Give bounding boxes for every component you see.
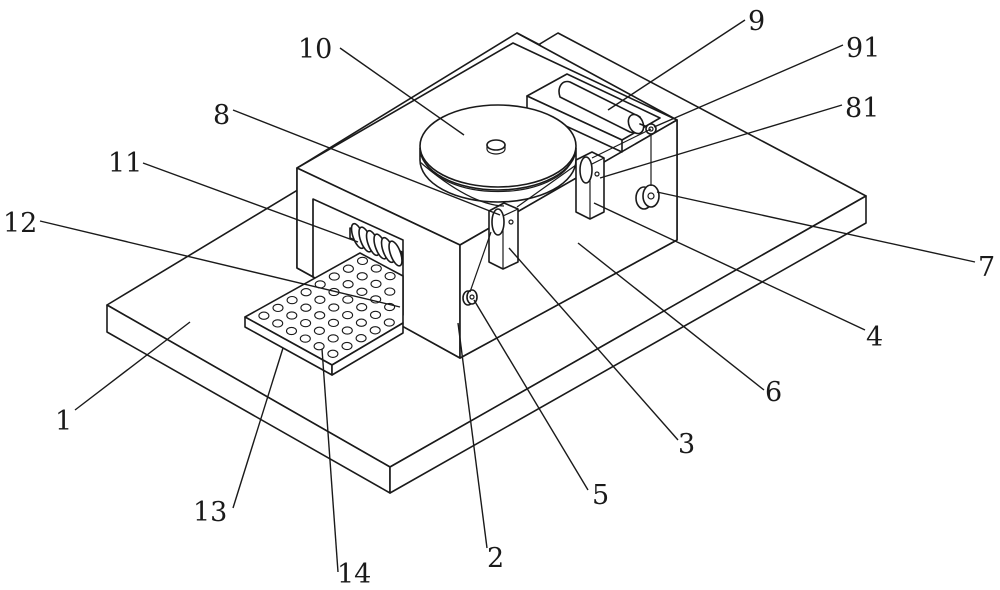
tray-hole (383, 318, 395, 327)
brush-coil (388, 240, 403, 267)
label-81: 81 (845, 93, 879, 124)
tray-hole (355, 318, 367, 327)
label-1: 1 (55, 406, 72, 437)
tray-hole (258, 311, 270, 320)
tray-hole (300, 318, 312, 328)
tray-hole (300, 303, 312, 312)
leader-lines (39, 19, 976, 573)
tray-hole (285, 326, 298, 336)
tray-hole (314, 311, 326, 320)
tray-hole (328, 272, 340, 281)
tray-hole (299, 334, 311, 343)
tray-hole (370, 264, 382, 273)
perforated-tray (244, 252, 404, 376)
roller-brush (349, 222, 403, 267)
tray-hole (272, 319, 284, 328)
tray-hole (313, 342, 325, 351)
tray-hole (342, 280, 354, 289)
tray-hole (370, 279, 382, 289)
reel (419, 104, 577, 203)
label-11: 11 (108, 148, 142, 179)
label-3: 3 (678, 429, 695, 460)
tray-hole (300, 288, 312, 297)
tray-hole (272, 303, 284, 313)
reference-labels: 1 2 3 4 5 6 7 8 9 10 11 12 13 14 81 91 (3, 6, 995, 590)
label-14: 14 (337, 559, 371, 590)
label-8: 8 (213, 100, 230, 131)
label-5: 5 (592, 480, 609, 511)
tray-hole (314, 295, 326, 304)
bracket-81 (575, 151, 605, 220)
bracket-3 (488, 202, 519, 270)
tray-hole (356, 287, 368, 296)
tray-hole (342, 310, 354, 320)
tray-hole (341, 326, 353, 335)
tray-hole (327, 318, 340, 328)
tray-hole (384, 271, 396, 281)
tray-hole (286, 311, 298, 320)
tray-hole (313, 326, 325, 335)
label-7: 7 (978, 252, 995, 283)
tray-hole (286, 295, 298, 305)
tray-hole (341, 341, 353, 351)
tray-hole (369, 310, 382, 320)
tray-hole (327, 334, 339, 343)
tray-hole (342, 264, 354, 273)
label-13: 13 (193, 497, 227, 528)
tray-hole (384, 287, 396, 296)
tray-hole (356, 272, 368, 281)
tray-hole (327, 349, 339, 358)
label-6: 6 (765, 377, 782, 408)
label-91: 91 (846, 33, 880, 64)
label-2: 2 (487, 543, 504, 574)
guide-pulley-7 (635, 184, 660, 210)
belt (419, 128, 652, 293)
tray-hole (356, 303, 368, 312)
tray-hole (355, 334, 367, 343)
tray-hole (328, 303, 340, 312)
label-12: 12 (3, 208, 37, 239)
tray-hole (369, 326, 381, 335)
tray-hole (342, 295, 354, 304)
tray-holes (258, 256, 396, 358)
label-9: 9 (748, 6, 765, 37)
label-4: 4 (866, 322, 883, 353)
label-10: 10 (298, 34, 332, 65)
tray-hole (356, 256, 369, 266)
